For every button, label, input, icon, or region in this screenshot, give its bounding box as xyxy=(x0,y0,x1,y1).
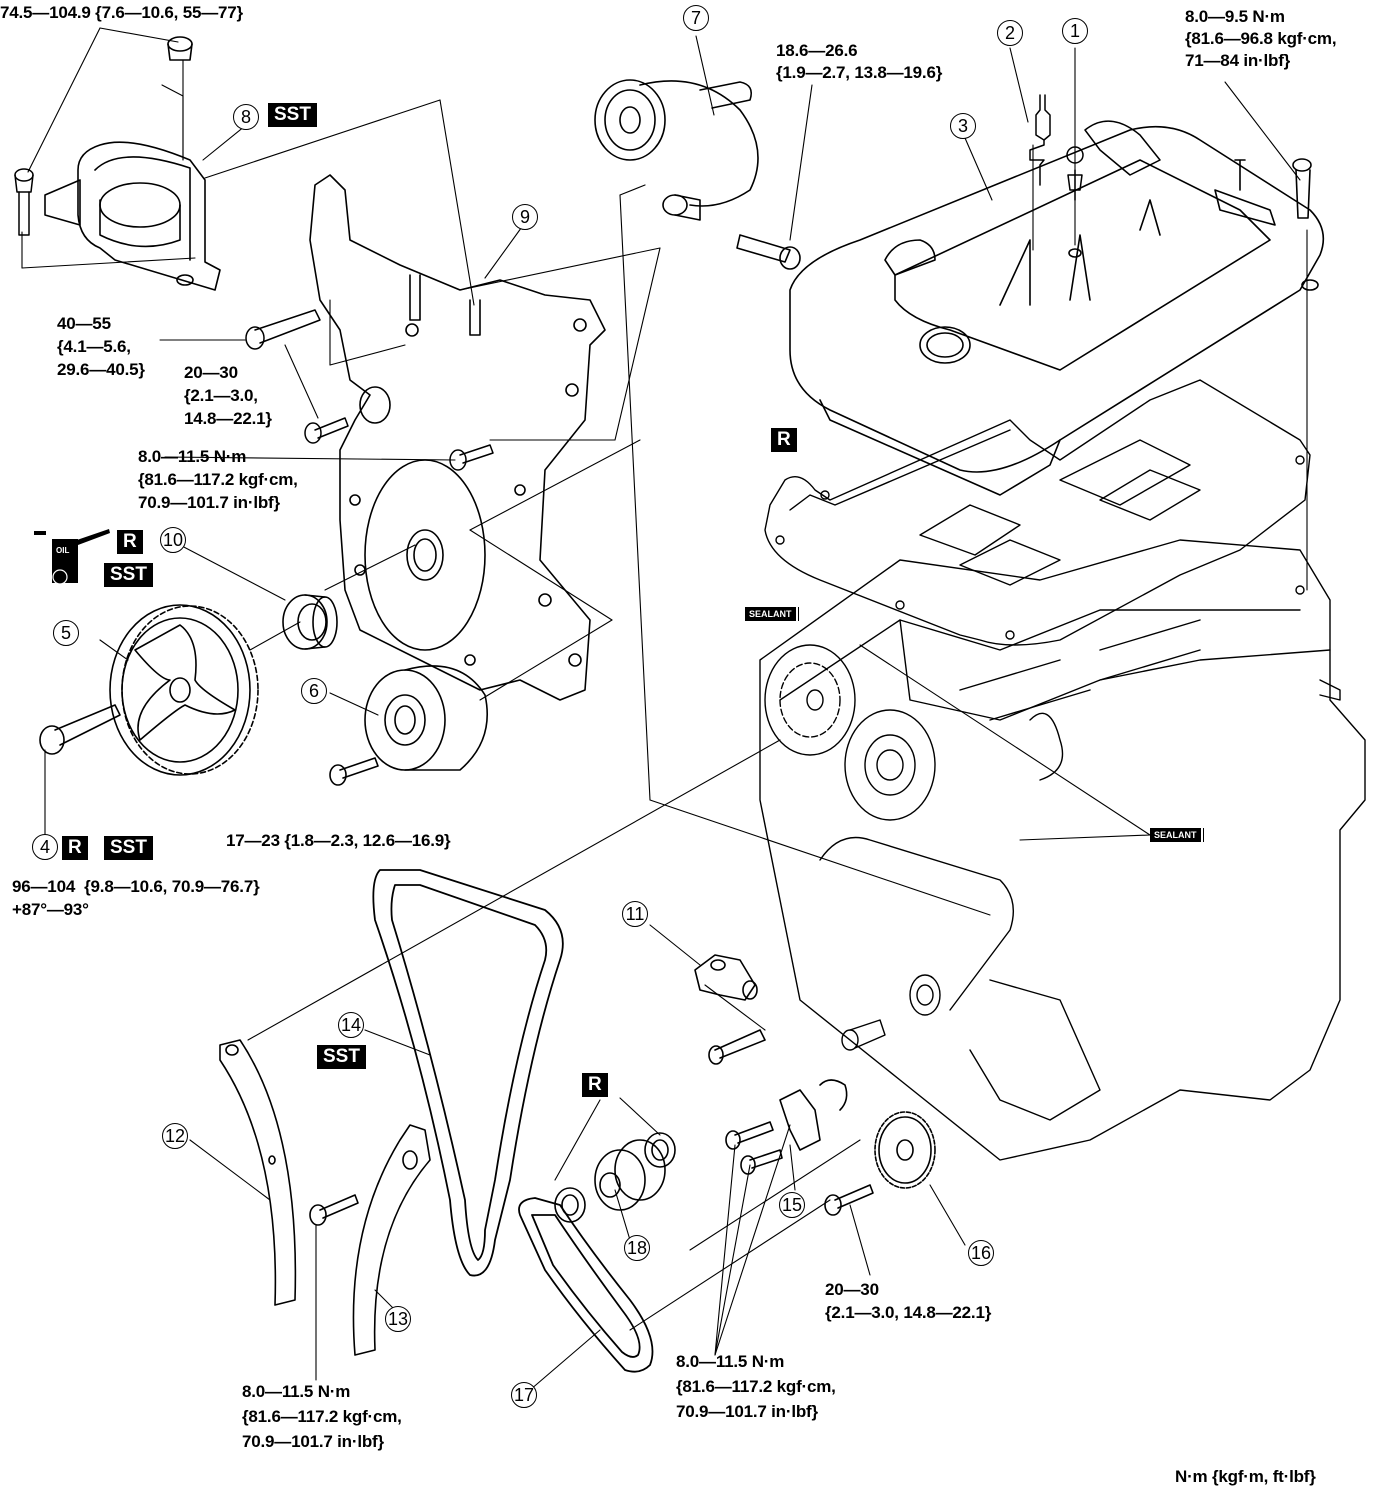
sst-tag: SST xyxy=(104,836,153,860)
sealant-tag: SEALANT xyxy=(745,607,801,621)
torque-spec-head-cover-line1: 8.0—9.5 N·m xyxy=(1185,7,1285,26)
sst-tag: SST xyxy=(104,563,153,587)
idler-pulley-part xyxy=(329,665,488,786)
front-cover-part xyxy=(309,174,606,701)
callout-18: 18 xyxy=(624,1235,650,1261)
torque-spec-idler: 17—23 {1.8—2.3, 12.6—16.9} xyxy=(226,831,451,850)
crankshaft-pulley-part xyxy=(39,604,259,776)
torque-spec-pulley-line1: 96—104 {9.8—10.6, 70.9—76.7} xyxy=(12,877,260,896)
oil-pump-sprocket-part xyxy=(824,1111,936,1216)
torque-spec-pulley-line2: +87°—93° xyxy=(12,900,89,919)
callout-8: 8 xyxy=(233,104,259,130)
torque-spec-front-cover-m6-line1: 8.0—11.5 N·m xyxy=(138,447,247,466)
callout-1: 1 xyxy=(1062,18,1088,44)
sealant-tag: SEALANT xyxy=(1150,828,1206,842)
torque-spec-front-cover-line2: {4.1—5.6, xyxy=(57,337,131,356)
callout-17: 17 xyxy=(511,1382,537,1408)
torque-spec-front-cover-small-line1: 20—30 xyxy=(184,363,238,382)
cover-bolts xyxy=(245,309,494,471)
torque-spec-front-cover-line1: 40—55 xyxy=(57,314,111,333)
callout-14: 14 xyxy=(338,1012,364,1038)
callout-9: 9 xyxy=(512,204,538,230)
mount-bolt xyxy=(14,168,34,236)
torque-spec-engine-mount: 74.5—104.9 {7.6—10.6, 55—77} xyxy=(0,3,243,22)
torque-spec-tensioner-line2: {1.9—2.7, 13.8—19.6} xyxy=(776,63,943,82)
callout-7: 7 xyxy=(683,5,709,31)
torque-spec-front-cover-line3: 29.6—40.5} xyxy=(57,360,145,379)
oil-can-icon xyxy=(34,529,110,585)
leader-lines xyxy=(21,27,1308,1391)
torque-spec-front-cover-m6-line3: 70.9—101.7 in·lbf} xyxy=(138,493,280,512)
pcv-valve-part xyxy=(1066,120,1161,201)
torque-spec-head-cover-line3: 71—84 in·lbf} xyxy=(1185,51,1291,70)
torque-spec-oil-pump-line1: 8.0—11.5 N·m xyxy=(676,1352,785,1371)
oil-seal-part xyxy=(282,594,338,650)
head-cover-gasket-part xyxy=(764,379,1311,646)
engine-mount-part xyxy=(44,36,221,291)
replace-tag: R xyxy=(62,836,88,860)
timing-chain-guide-part xyxy=(219,1039,297,1306)
callout-10: 10 xyxy=(160,527,186,553)
units-legend: N·m {kgf·m, ft·lbf} xyxy=(1175,1467,1316,1486)
torque-spec-tensioner-line1: 18.6—26.6 xyxy=(776,41,858,60)
callout-13: 13 xyxy=(385,1306,411,1332)
torque-spec-oil-pump-line3: 70.9—101.7 in·lbf} xyxy=(676,1402,818,1421)
oil-pump-chain-part xyxy=(518,1197,654,1373)
torque-spec-guide-line3: 70.9—101.7 in·lbf} xyxy=(242,1432,384,1451)
oil-can-label: OIL xyxy=(56,546,70,555)
callout-16: 16 xyxy=(968,1240,994,1266)
chain-tensioner-part xyxy=(694,954,766,1065)
torque-spec-front-cover-small-line2: {2.1—3.0, xyxy=(184,386,258,405)
timing-chain-part xyxy=(372,869,564,1277)
tensioner-arm-part xyxy=(309,1124,431,1356)
replace-tag: R xyxy=(771,428,797,452)
callout-4: 4 xyxy=(32,834,58,860)
torque-spec-head-cover-line2: {81.6—96.8 kgf·cm, xyxy=(1185,29,1337,48)
callout-3: 3 xyxy=(950,113,976,139)
sst-tag: SST xyxy=(317,1045,366,1069)
oil-pump-chain-tensioner-part xyxy=(725,1079,848,1175)
callout-15: 15 xyxy=(779,1192,805,1218)
callout-5: 5 xyxy=(53,620,79,646)
tensioner-part xyxy=(594,79,801,270)
callout-11: 11 xyxy=(622,901,648,927)
callout-6: 6 xyxy=(301,678,327,704)
torque-spec-guide-line1: 8.0—11.5 N·m xyxy=(242,1382,351,1401)
torque-spec-sprocket-line2: {2.1—3.0, 14.8—22.1} xyxy=(825,1303,992,1322)
callout-2: 2 xyxy=(997,20,1023,46)
cylinder-head-cover-part xyxy=(789,125,1325,496)
torque-spec-guide-line2: {81.6—117.2 kgf·cm, xyxy=(242,1407,402,1426)
idler-gear-part xyxy=(554,1132,676,1223)
spark-plug-part xyxy=(1029,94,1051,186)
torque-spec-front-cover-small-line3: 14.8—22.1} xyxy=(184,409,272,428)
torque-spec-front-cover-m6-line2: {81.6—117.2 kgf·cm, xyxy=(138,470,298,489)
torque-spec-oil-pump-line2: {81.6—117.2 kgf·cm, xyxy=(676,1377,836,1396)
torque-spec-sprocket-line1: 20—30 xyxy=(825,1280,879,1299)
replace-tag: R xyxy=(117,530,143,554)
callout-12: 12 xyxy=(162,1123,188,1149)
engine-block-part xyxy=(759,539,1366,1161)
sst-tag: SST xyxy=(268,103,317,127)
replace-tag: R xyxy=(582,1073,608,1097)
